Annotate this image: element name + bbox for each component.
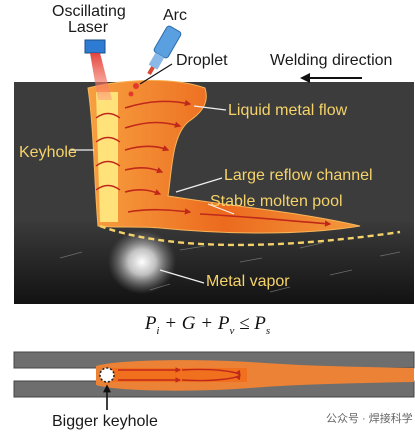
flow-arrows <box>124 99 332 227</box>
metal-vapor-plume <box>108 230 176 294</box>
keyhole-swirl-arrows <box>95 112 121 191</box>
droplet-pointer <box>139 63 173 85</box>
label-keyhole: Keyhole <box>19 144 77 161</box>
label-bigger-keyhole: Bigger keyhole <box>52 413 158 430</box>
label-stable-molten-pool: Stable molten pool <box>210 193 343 210</box>
arc-torch-icon <box>147 25 182 76</box>
label-droplet: Droplet <box>176 52 228 69</box>
laser-head-icon <box>84 39 106 54</box>
label-welding-direction: Welding direction <box>270 52 393 69</box>
label-arc: Arc <box>163 7 187 24</box>
molten-pool-boundary <box>99 224 401 247</box>
vapor-photo-panel <box>14 222 414 304</box>
label-metal-vapor: Metal vapor <box>206 273 290 290</box>
label-oscillating: Oscillating <box>52 3 126 20</box>
plate-section <box>14 82 414 222</box>
top-view-flow-arrows <box>118 367 241 383</box>
equilibrium-formula: Pi + G + Pv ≤ Ps <box>144 313 271 337</box>
watermark: 公众号 · 焊接科学 <box>326 413 413 425</box>
label-laser: Laser <box>68 19 109 36</box>
top-view-strip <box>13 351 415 398</box>
keyhole-column <box>96 92 118 222</box>
laser-beam <box>90 53 112 100</box>
droplet-icon <box>128 83 139 97</box>
label-large-reflow-channel: Large reflow channel <box>224 167 373 184</box>
bigger-keyhole-icon <box>99 367 115 383</box>
label-liquid-metal-flow: Liquid metal flow <box>228 102 348 119</box>
label-pointers <box>70 105 235 284</box>
